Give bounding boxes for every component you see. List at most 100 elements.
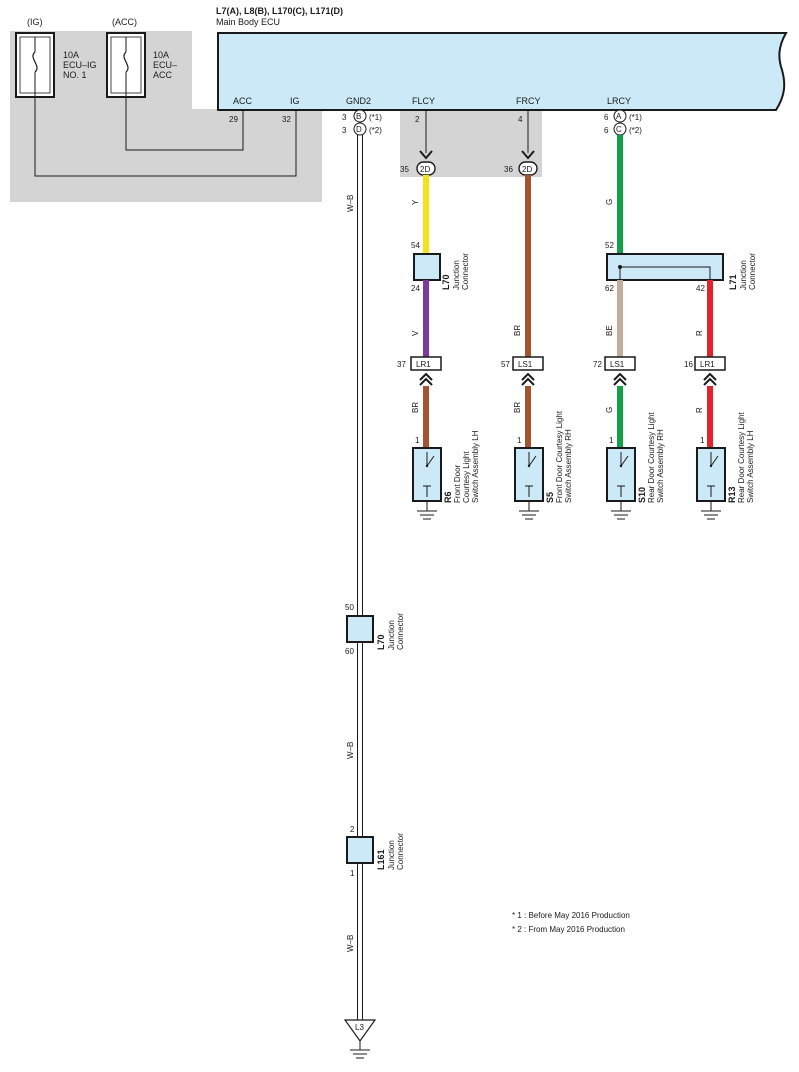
gnd-connector-markers: 3 B (*1) 3 D (*2): [342, 109, 382, 136]
connector-arrow-icon: [521, 150, 535, 160]
junction-l71: 52 62 42 L71 Junction Connector: [605, 241, 757, 293]
svg-text:72: 72: [593, 360, 602, 369]
fuse-element-icon: [123, 51, 129, 73]
svg-text:57: 57: [501, 360, 510, 369]
svg-text:L70: L70: [376, 634, 386, 650]
lrcy-connector-markers: 6 A (*1) 6 C (*2): [604, 109, 642, 136]
svg-text:S10: S10: [637, 487, 647, 503]
svg-text:Rear Door Courtesy Light: Rear Door Courtesy Light: [737, 412, 746, 503]
pin-frcy: 4: [518, 115, 523, 124]
svg-text:1: 1: [350, 869, 355, 878]
svg-text:1: 1: [415, 436, 420, 445]
svg-text:Switch Assembly LH: Switch Assembly LH: [471, 430, 480, 503]
fuse-ig-name1: ECU–IG: [63, 60, 97, 70]
switch-contact-icon: [620, 455, 629, 467]
svg-text:62: 62: [605, 284, 614, 293]
note-1: * 1 : Before May 2016 Production: [512, 911, 630, 920]
wire-label-wb-2: W–B: [346, 742, 355, 759]
svg-text:Junction: Junction: [387, 840, 396, 870]
svg-text:BR: BR: [513, 402, 522, 413]
switch-s10: 1 S10 Rear Door Courtesy Light Switch As…: [606, 412, 665, 520]
terminal-acc: ACC: [233, 96, 253, 106]
fuse-ig-supply: (IG): [27, 17, 43, 27]
terminal-flcy: FLCY: [412, 96, 435, 106]
svg-text:BR: BR: [513, 325, 522, 336]
fuse-element-icon: [32, 51, 38, 73]
pin-acc: 29: [229, 115, 238, 124]
pin-ig: 32: [282, 115, 291, 124]
switch-s5: 1 S5 Front Door Courtesy Light Switch As…: [514, 410, 573, 520]
power-source-panel-lower: [10, 109, 322, 202]
svg-text:R6: R6: [443, 491, 453, 503]
switch-contact-icon: [426, 455, 435, 467]
switch-contact-icon: [528, 455, 537, 467]
pin-inline-35: 35: [400, 165, 409, 174]
svg-text:Switch Assembly RH: Switch Assembly RH: [564, 429, 573, 503]
svg-text:Connector: Connector: [748, 253, 757, 290]
svg-text:D: D: [356, 125, 362, 134]
fuse-acc-rating: 10A: [153, 50, 169, 60]
svg-text:3: 3: [342, 126, 347, 135]
fuse-acc-name2: ACC: [153, 70, 173, 80]
junction-l161: 2 1 L161 Junction Connector: [346, 825, 405, 878]
svg-text:Switch Assembly LH: Switch Assembly LH: [746, 430, 755, 503]
switch-r6: 1 R6 Front Door Courtesy Light Switch As…: [412, 430, 480, 520]
svg-text:C: C: [616, 125, 622, 134]
svg-text:Connector: Connector: [396, 613, 405, 650]
svg-text:2D: 2D: [522, 165, 532, 174]
terminal-lrcy: LRCY: [607, 96, 631, 106]
fuse-acc-name1: ECU–: [153, 60, 177, 70]
connector-arrow-icon: [419, 150, 433, 160]
svg-text:16: 16: [684, 360, 693, 369]
svg-text:L70: L70: [441, 274, 451, 290]
svg-text:Junction: Junction: [739, 260, 748, 290]
ground-point-label: L3: [355, 1023, 364, 1032]
svg-text:42: 42: [696, 284, 705, 293]
svg-text:Courtesy Light: Courtesy Light: [462, 451, 471, 503]
svg-text:Front Door: Front Door: [453, 464, 462, 503]
svg-text:50: 50: [345, 603, 354, 612]
svg-text:LS1: LS1: [518, 360, 533, 369]
svg-text:(*1): (*1): [629, 113, 642, 122]
ground-point-l3: L3: [343, 1019, 377, 1059]
terminal-frcy: FRCY: [516, 96, 541, 106]
pin-inline-36: 36: [504, 165, 513, 174]
svg-text:G: G: [605, 199, 614, 205]
svg-text:54: 54: [411, 241, 420, 250]
svg-text:R: R: [695, 407, 704, 413]
svg-text:(*1): (*1): [369, 113, 382, 122]
ecu-codes: L7(A), L8(B), L170(C), L171(D): [216, 6, 343, 16]
connector-arrow-icon: [521, 372, 535, 381]
svg-text:BR: BR: [411, 402, 420, 413]
wire-ig: [34, 93, 297, 177]
svg-text:S5: S5: [545, 492, 555, 503]
svg-text:52: 52: [605, 241, 614, 250]
svg-text:1: 1: [609, 436, 614, 445]
svg-text:LS1: LS1: [610, 360, 625, 369]
svg-text:G: G: [605, 407, 614, 413]
svg-text:LR1: LR1: [416, 360, 431, 369]
svg-text:LR1: LR1: [700, 360, 715, 369]
junction-l70-ground: 50 60 L70 Junction Connector: [345, 603, 405, 656]
svg-text:Junction: Junction: [452, 260, 461, 290]
switch-contact-icon: [710, 455, 719, 467]
svg-text:Connector: Connector: [396, 833, 405, 870]
switch-connector-lr1-right: LR1 16: [684, 356, 726, 371]
switch-connector-ls1-lrcy: LS1 72: [593, 356, 636, 371]
svg-text:6: 6: [604, 126, 609, 135]
svg-text:2: 2: [350, 825, 355, 834]
svg-text:Front Door Courtesy Light: Front Door Courtesy Light: [555, 410, 564, 503]
terminal-ig: IG: [290, 96, 300, 106]
switch-r13: 1 R13 Rear Door Courtesy Light Switch As…: [696, 412, 755, 520]
note-2: * 2 : From May 2016 Production: [512, 925, 625, 934]
svg-text:BE: BE: [605, 325, 614, 336]
svg-text:L71: L71: [728, 274, 738, 290]
junction-l70-top: 54 24 L70 Junction Connector: [411, 241, 470, 293]
fuse-ig-rating: 10A: [63, 50, 79, 60]
svg-text:(*2): (*2): [629, 126, 642, 135]
pin-flcy: 2: [415, 115, 420, 124]
fuse-ig-name2: NO. 1: [63, 70, 87, 80]
svg-text:Connector: Connector: [461, 253, 470, 290]
fuse-ig: (IG) 10A ECU–IG NO. 1: [15, 17, 97, 98]
switch-connector-ls1-frcy: LS1 57: [501, 356, 544, 371]
